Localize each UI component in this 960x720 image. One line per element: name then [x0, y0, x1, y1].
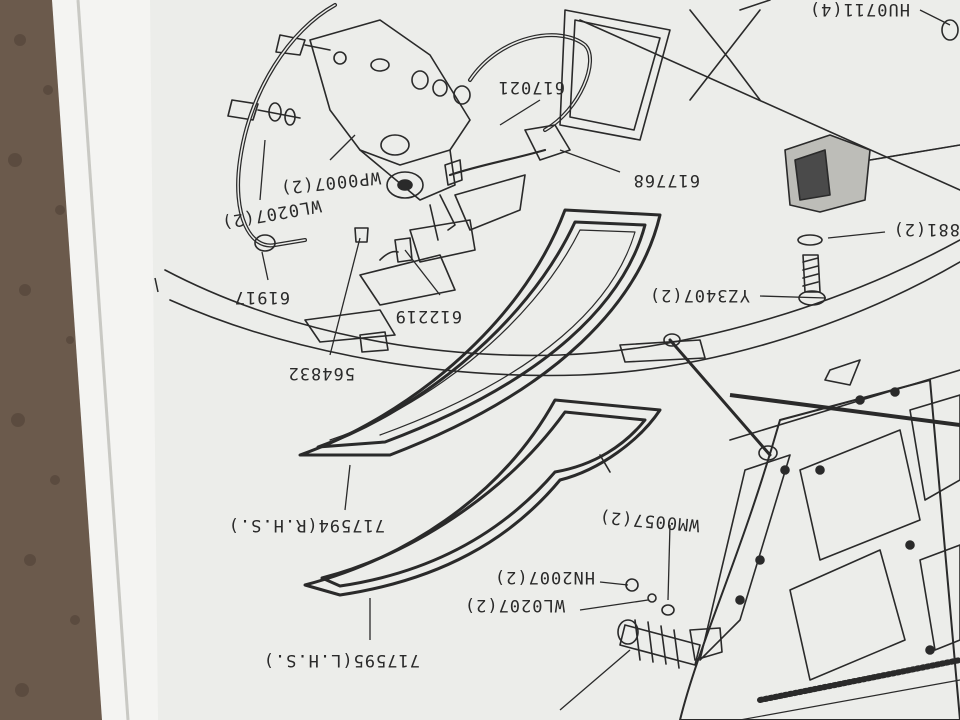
seal-717595 [303, 398, 662, 597]
label-617021: 617021 [498, 77, 565, 97]
label-hn2007: HN2007(2) [494, 567, 595, 587]
bottom-stud [617, 578, 723, 669]
bonnet-cable [236, 3, 337, 252]
catch-wire-617768 [439, 148, 547, 231]
page-mark [154, 277, 159, 293]
callout-labels: HU0711(4) 617021 617768 WP0007(2) WL0207… [220, 0, 960, 670]
hinge-bracket [309, 19, 471, 201]
label-617768: 617768 [633, 170, 700, 190]
label-564832: 564832 [288, 363, 355, 383]
leader-lines [259, 9, 960, 711]
bolt-set-top [227, 34, 471, 126]
small-fasteners [354, 204, 439, 353]
label-612219: 612219 [395, 306, 462, 326]
label-717594: 717594(R.H.S.) [228, 515, 385, 535]
diagram-page [150, 0, 960, 720]
seal-717594 [298, 208, 662, 457]
panel-body-lines [164, 0, 960, 377]
page-edge-shadow [76, 0, 130, 720]
label-yz3407: YZ3407(2) [649, 285, 750, 305]
label-881: 881(2) [893, 219, 960, 239]
cable-617021 [468, 33, 592, 161]
label-hu0711: HU0711(4) [809, 0, 910, 19]
page-edge [52, 0, 160, 720]
label-wl0207-bottom: WL0207(2) [464, 595, 565, 615]
label-61917: 61917 [234, 287, 290, 307]
label-717595: 717595(L.H.S.) [263, 650, 420, 670]
screw-yz3407 [797, 234, 826, 306]
